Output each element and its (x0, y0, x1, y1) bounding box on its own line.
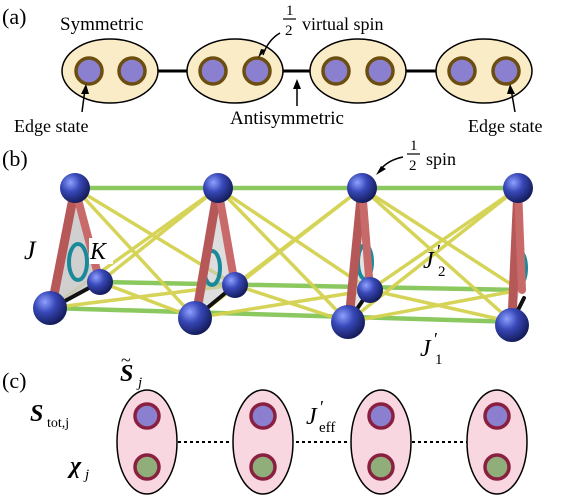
J1-prime: ′ (434, 329, 438, 349)
J1-label: J (420, 336, 432, 362)
leg-bond (97, 279, 523, 293)
spin-ball (203, 173, 233, 203)
edge-state-left-label: Edge state (14, 116, 88, 136)
virtual-spin-site (491, 56, 521, 86)
J-label: J (24, 236, 37, 265)
spin-ball (60, 173, 90, 203)
effective-spin-ellipse (466, 389, 528, 495)
spin-ball (357, 277, 383, 303)
s-tot-label: S (30, 401, 43, 427)
total-spin-site (249, 402, 277, 430)
arrow-head (258, 49, 266, 58)
virtual-spin-fraction-den: 2 (285, 23, 293, 39)
panel-b-tag: (b) (2, 146, 28, 171)
spin-fraction-den: 2 (409, 158, 417, 174)
arrow-head (293, 79, 301, 89)
rung-bond (47, 183, 80, 310)
J2-prime: ′ (437, 241, 441, 261)
virtual-spin-site (447, 56, 477, 86)
chi-label: χ (67, 453, 82, 479)
effective-spin-ellipse (116, 389, 178, 495)
diagonal-bond (216, 186, 350, 324)
effective-spin-ellipse (232, 389, 294, 495)
virtual-spin-site (74, 56, 104, 86)
virtual-spin-site (117, 56, 147, 86)
symmetric-label: Symmetric (60, 14, 143, 35)
J1-subscript: 1 (435, 352, 443, 368)
virtual-spin-site (242, 56, 272, 86)
leg-bond (47, 305, 521, 325)
arrow-head (507, 84, 515, 94)
s-tilde-subscript: j (136, 375, 142, 391)
chirality-site (133, 453, 161, 481)
chirality-site (483, 453, 511, 481)
total-spin-site (133, 402, 161, 430)
rung-bond (71, 184, 104, 286)
spin-ball (33, 291, 67, 325)
rung-bond (191, 183, 223, 321)
dimer-ellipse-4 (435, 38, 533, 104)
j-eff-label: J (306, 404, 318, 430)
total-spin-site (483, 402, 511, 430)
ring-arrow-icon (67, 242, 89, 282)
arrow-head (81, 84, 89, 94)
s-tilde-accent: ~ (121, 350, 131, 370)
spin-ball (503, 173, 533, 203)
edge-state-right-label: Edge state (468, 116, 542, 136)
arrow-head (376, 166, 386, 175)
spin-label: spin (426, 149, 456, 169)
spin-ball (331, 305, 365, 339)
panel-c: (c) S ~ j S tot (2, 350, 528, 495)
virtual-spin-site (321, 56, 351, 86)
s-tilde-label: S (120, 361, 133, 387)
panel-b: (b) (2, 138, 533, 368)
dimer-ellipse-3 (309, 38, 407, 104)
virtual-spin-site (365, 56, 395, 86)
panel-a: (a) Symmetric 1 2 virtual spin Edge stat… (2, 3, 542, 136)
diagonal-bond (368, 186, 520, 292)
chirality-site (249, 453, 277, 481)
s-tot-subscript: tot,j (47, 416, 69, 431)
spin-ball (222, 272, 248, 298)
diagonal-bond (360, 186, 514, 324)
spin-fraction-num: 1 (410, 138, 418, 154)
j-eff-prime: ′ (320, 397, 324, 417)
virtual-spin-label: virtual spin (302, 14, 384, 34)
panel-c-tag: (c) (2, 368, 26, 393)
spin-ball (347, 173, 377, 203)
total-spin-site (367, 402, 395, 430)
spin-ball (495, 308, 529, 342)
triangle-shading (50, 188, 100, 308)
spin-ball (87, 269, 113, 295)
virtual-spin-site (198, 56, 228, 86)
chi-subscript: j (83, 467, 89, 483)
virtual-spin-fraction-num: 1 (286, 3, 294, 19)
panel-a-tag: (a) (2, 4, 26, 29)
J2-label: J (423, 248, 435, 274)
K-label-bg (89, 238, 113, 264)
spin-ball (178, 301, 212, 335)
rung-bond (358, 184, 374, 294)
chirality-site (367, 453, 395, 481)
K-label: K (89, 239, 108, 265)
j-eff-subscript: eff (319, 420, 335, 436)
diagonal-bond (193, 288, 372, 320)
antisymmetric-label: Antisymmetric (230, 108, 344, 129)
J2-subscript: 2 (438, 264, 446, 280)
diagonal-bond (346, 288, 522, 324)
effective-spin-ellipse (350, 389, 412, 495)
rung-bond (514, 184, 526, 294)
rung-bond (214, 184, 239, 289)
virtual-spin-arrow (262, 32, 281, 56)
